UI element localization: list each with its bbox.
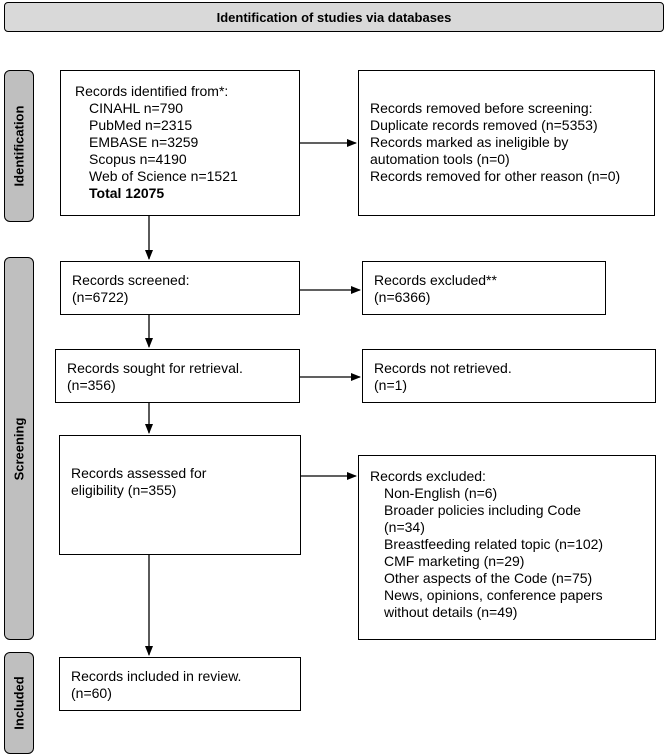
records-screened-box: Records screened: (n=6722) bbox=[60, 261, 300, 315]
records-assessed-label: Records assessed for bbox=[71, 465, 207, 481]
source-pubmed: PubMed n=2315 bbox=[89, 117, 193, 133]
records-sought-box: Records sought for retrieval. (n=356) bbox=[55, 349, 300, 403]
records-included-label: Records included in review. bbox=[71, 668, 242, 684]
records-identified-heading: Records identified from*: bbox=[75, 83, 229, 99]
records-removed-line-1: Records removed before screening: bbox=[370, 100, 593, 116]
records-not-retrieved-count: (n=1) bbox=[374, 377, 408, 393]
reason-broader-policies-count: (n=34) bbox=[384, 519, 425, 535]
records-screened-count: (n=6722) bbox=[72, 289, 129, 305]
phase-identification-label: Identification bbox=[11, 105, 27, 187]
header-title: Identification of studies via databases bbox=[216, 9, 452, 25]
phase-included: Included bbox=[4, 652, 34, 754]
reason-other-code-aspects: Other aspects of the Code (n=75) bbox=[384, 570, 593, 586]
records-included-count: (n=60) bbox=[71, 685, 112, 701]
reason-news-opinions: News, opinions, conference papers bbox=[384, 587, 603, 603]
records-removed-line-3: Records marked as ineligible by bbox=[370, 134, 569, 150]
records-excluded-count: (n=6366) bbox=[374, 289, 431, 305]
phase-screening-label: Screening bbox=[11, 417, 27, 480]
records-removed-line-2: Duplicate records removed (n=5353) bbox=[370, 117, 598, 133]
records-identified-box: Records identified from*: CINAHL n=790 P… bbox=[60, 70, 300, 216]
records-identified-total: Total 12075 bbox=[89, 185, 165, 201]
reason-news-opinions-count: without details (n=49) bbox=[384, 604, 518, 620]
records-excluded-label: Records excluded** bbox=[374, 272, 497, 288]
reason-non-english: Non-English (n=6) bbox=[384, 485, 498, 501]
records-included-box: Records included in review. (n=60) bbox=[59, 657, 301, 711]
records-sought-count: (n=356) bbox=[67, 377, 116, 393]
phase-identification: Identification bbox=[4, 70, 34, 222]
records-screened-label: Records screened: bbox=[72, 272, 190, 288]
records-removed-line-4: automation tools (n=0) bbox=[370, 151, 510, 167]
records-not-retrieved-box: Records not retrieved. (n=1) bbox=[362, 349, 656, 403]
records-excluded-reasons-heading: Records excluded: bbox=[370, 468, 486, 484]
records-sought-label: Records sought for retrieval. bbox=[67, 360, 243, 376]
records-excluded-reasons-box: Records excluded: Non-English (n=6) Broa… bbox=[358, 455, 656, 640]
reason-cmf-marketing: CMF marketing (n=29) bbox=[384, 553, 525, 569]
reason-broader-policies: Broader policies including Code bbox=[384, 502, 581, 518]
source-scopus: Scopus n=4190 bbox=[89, 151, 187, 167]
records-not-retrieved-label: Records not retrieved. bbox=[374, 360, 512, 376]
records-removed-line-5: Records removed for other reason (n=0) bbox=[370, 168, 621, 184]
records-assessed-count: eligibility (n=355) bbox=[71, 482, 177, 498]
source-web-of-science: Web of Science n=1521 bbox=[89, 168, 238, 184]
phase-screening: Screening bbox=[4, 257, 34, 640]
source-embase: EMBASE n=3259 bbox=[89, 134, 199, 150]
header-title-bar: Identification of studies via databases bbox=[4, 2, 664, 32]
records-excluded-box: Records excluded** (n=6366) bbox=[362, 261, 606, 315]
reason-breastfeeding-topic: Breastfeeding related topic (n=102) bbox=[384, 536, 604, 552]
records-assessed-box: Records assessed for eligibility (n=355) bbox=[59, 435, 301, 555]
phase-included-label: Included bbox=[11, 676, 27, 730]
records-removed-box: Records removed before screening: Duplic… bbox=[358, 70, 655, 216]
source-cinahl: CINAHL n=790 bbox=[89, 100, 184, 116]
